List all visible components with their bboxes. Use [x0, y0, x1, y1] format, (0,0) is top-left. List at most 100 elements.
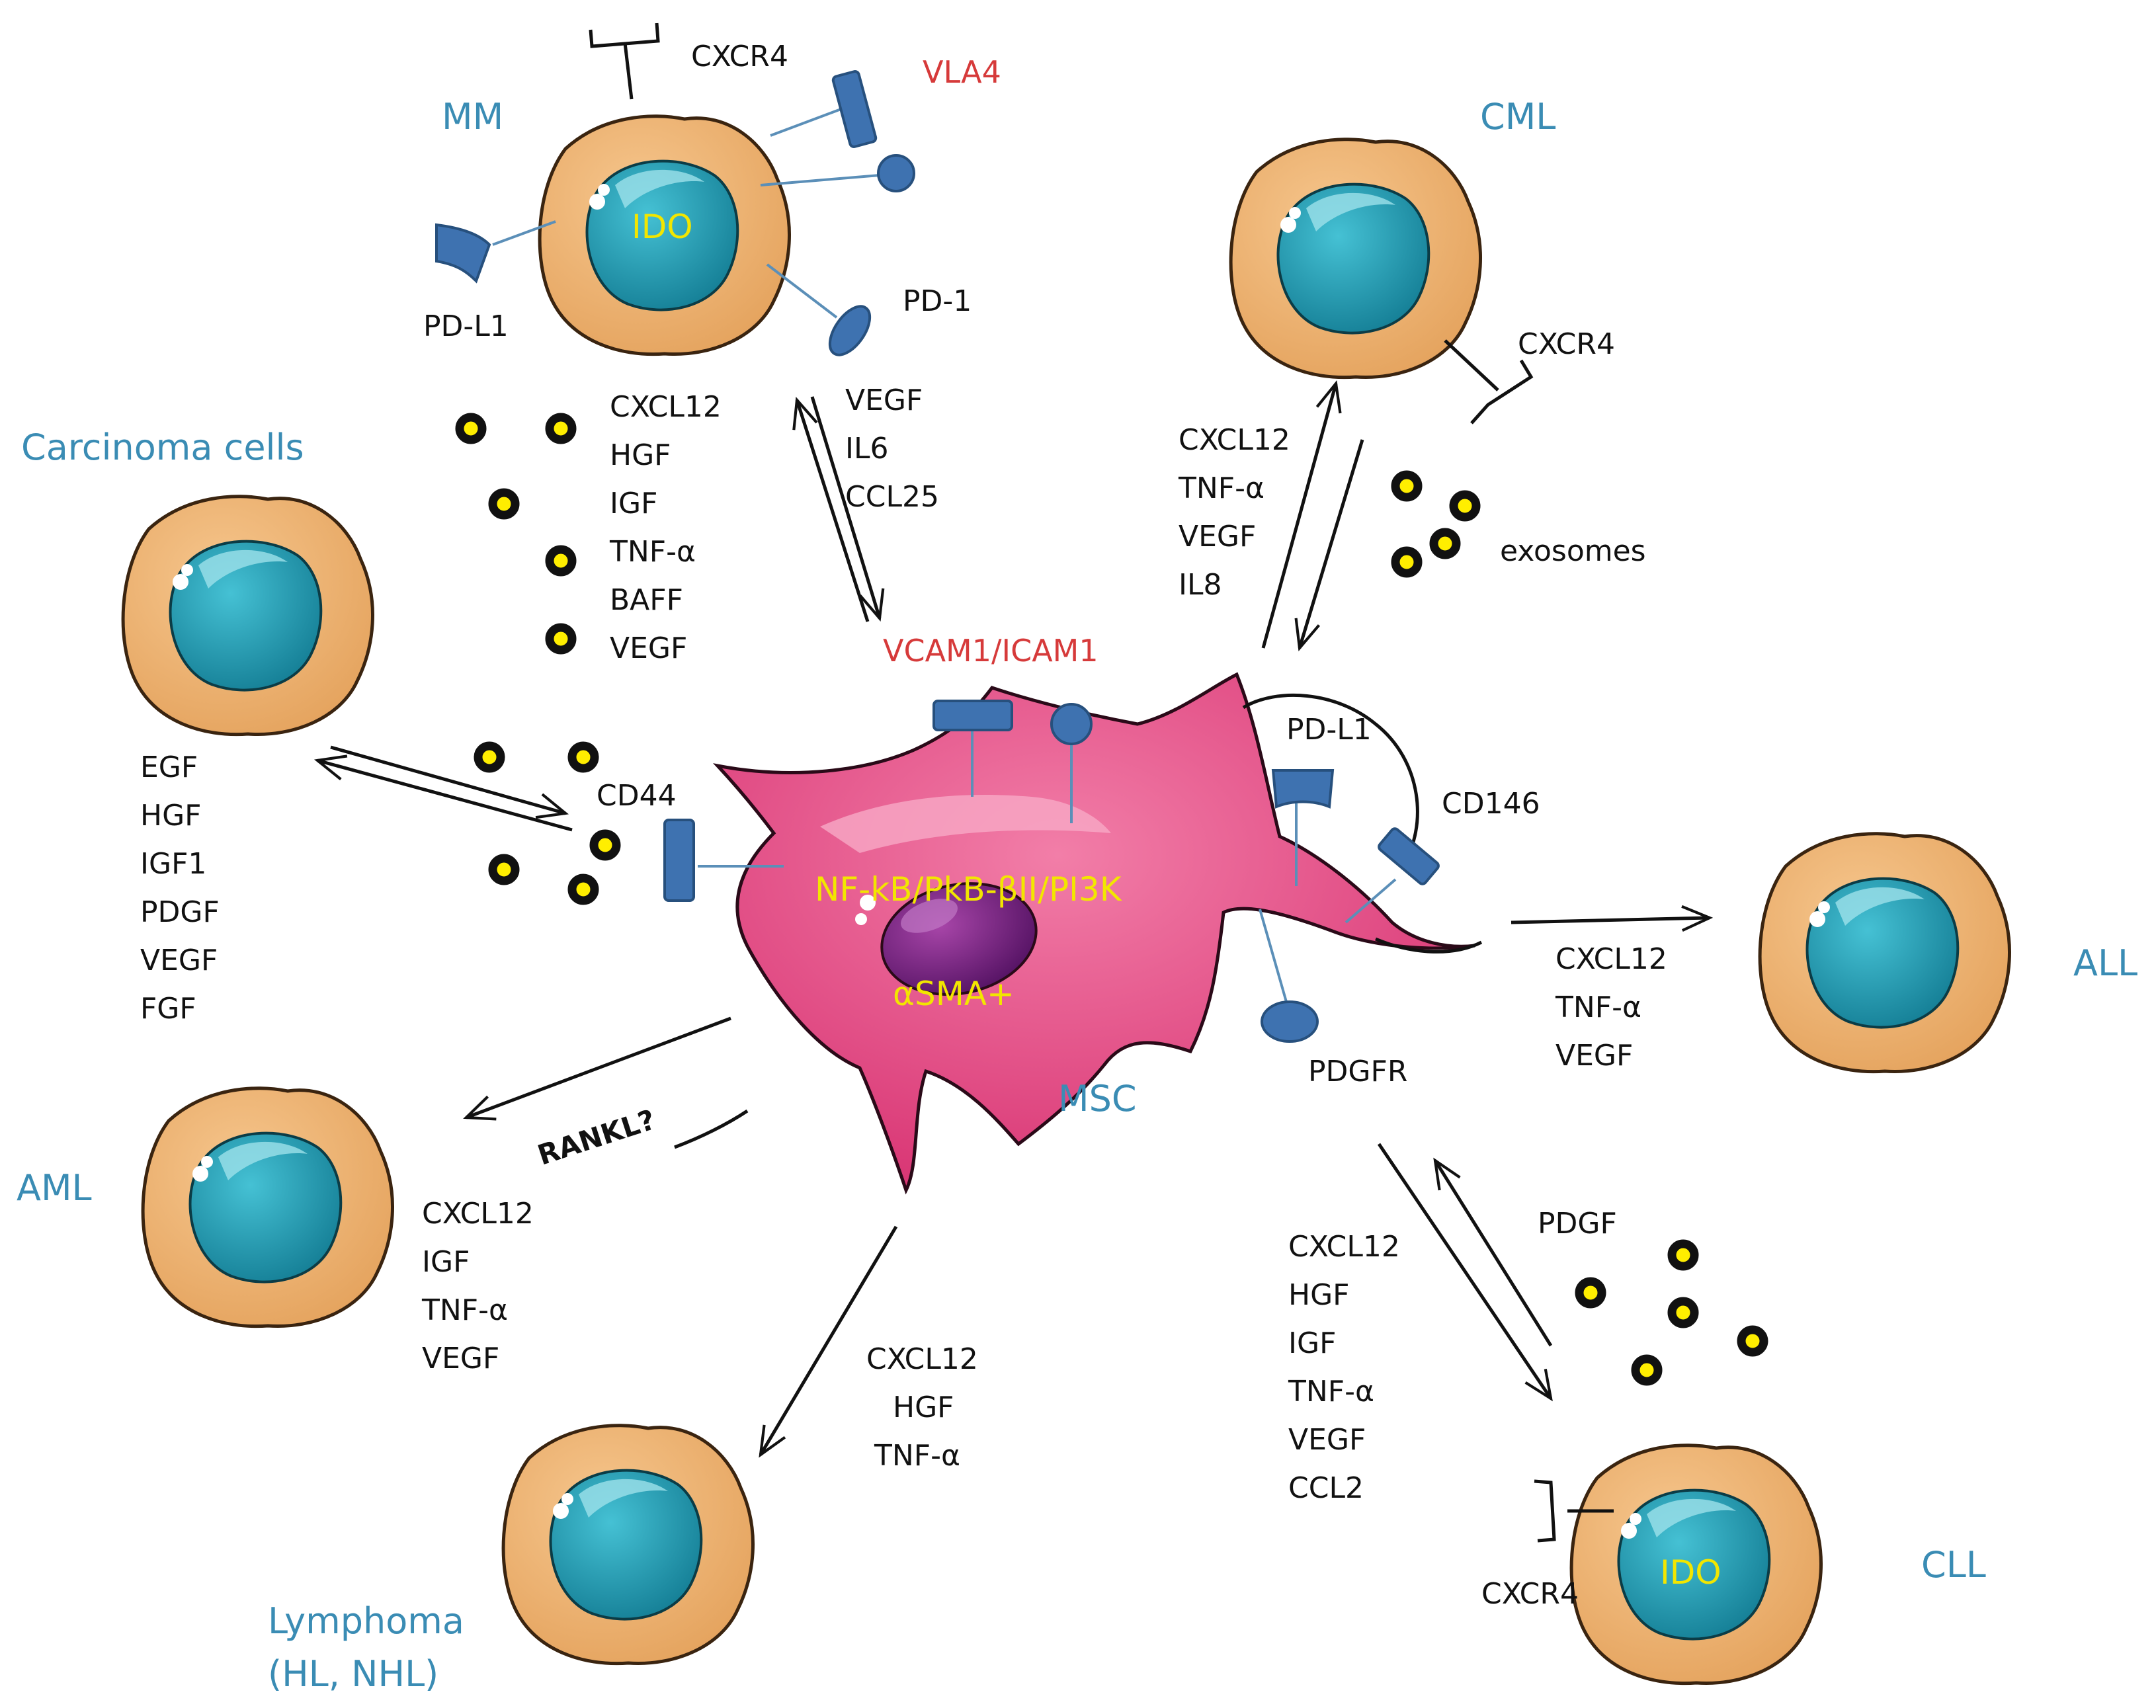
- vesicle: [1391, 546, 1423, 578]
- cml-msc-arrows: [1261, 380, 1364, 651]
- msc-granule: [855, 913, 867, 925]
- vesicle: [1391, 470, 1423, 502]
- vesicle: [488, 854, 520, 885]
- factor-item: VEGF: [1555, 1039, 1633, 1073]
- factor-item: IGF: [610, 487, 657, 520]
- factor-item: HGF: [1288, 1278, 1350, 1312]
- nucleus-highlight: [1647, 1498, 1736, 1537]
- msc-to-all-arrow: [1511, 905, 1714, 932]
- factor-item: TNF-α: [1555, 991, 1641, 1024]
- vesicle: [1575, 1277, 1606, 1309]
- msc-granule: [860, 895, 876, 911]
- carcinoma-factors: EGF HGF IGF1 PDGF VEGF FGF: [140, 751, 220, 1026]
- msc-highlight: [820, 795, 1111, 853]
- pathway-label: NF-kB/PkB-βII/PI3K: [815, 870, 1122, 909]
- granule: [1289, 207, 1301, 219]
- carcinoma-cell: [121, 495, 374, 737]
- mm-cell: [538, 114, 791, 356]
- msc-label: MSC: [1058, 1078, 1137, 1119]
- lymphoma-factors: CXCL12 HGF TNF-α: [866, 1342, 978, 1473]
- factor-item: IGF: [422, 1245, 470, 1279]
- aml-label: AML: [17, 1167, 92, 1209]
- mm-ido-label: IDO: [632, 208, 693, 246]
- factor-item: TNF-α: [609, 535, 696, 569]
- factor-item: VEGF: [1179, 520, 1256, 553]
- nucleus-highlight: [1306, 192, 1395, 231]
- vla4-label: VLA4: [923, 54, 1001, 90]
- vesicle: [1631, 1354, 1663, 1386]
- pdgfr-receptor: [1259, 909, 1319, 1043]
- msc-cll-arrows: [1377, 1143, 1553, 1402]
- interface-curve-upper: [1242, 694, 1419, 868]
- msc-to-aml-arrow: [463, 1016, 731, 1121]
- cll-cell: [1569, 1444, 1823, 1686]
- cml-cxcr4-receptor: [1444, 339, 1534, 425]
- carcinoma-msc-arrows: [313, 745, 573, 832]
- granule: [1630, 1513, 1641, 1525]
- vesicle: [545, 413, 577, 444]
- lymphoma-label-line2: (HL, NHL): [268, 1653, 438, 1695]
- granule: [201, 1156, 213, 1168]
- granule: [192, 1166, 208, 1182]
- cd146-label: CD146: [1442, 787, 1540, 821]
- factor-item: VEGF: [140, 944, 218, 977]
- factor-item: BAFF: [610, 583, 683, 617]
- asma-label: αSMA+: [893, 975, 1015, 1013]
- pd1-label: PD-1: [903, 284, 972, 318]
- nucleus-highlight: [218, 1141, 308, 1180]
- nucleus-highlight: [198, 549, 288, 589]
- vesicle: [545, 623, 577, 655]
- mm-pdl1-receptor: [435, 220, 556, 284]
- factor-item: TNF-α: [1178, 471, 1265, 505]
- factor-item: CXCL12: [422, 1197, 534, 1231]
- vesicle: [567, 874, 599, 905]
- cll-cxcr4-receptor: [1534, 1479, 1614, 1543]
- cll-vesicles: [1575, 1239, 1768, 1386]
- vla4-receptor: [770, 70, 878, 148]
- mm-vesicles: [455, 413, 577, 655]
- factor-item: IL6: [845, 432, 888, 466]
- vcam-receptor: [933, 700, 1013, 797]
- factor-item: CXCL12: [1179, 423, 1290, 457]
- vesicle: [488, 488, 520, 520]
- nucleus-highlight: [1835, 887, 1925, 926]
- cd146-receptor: [1345, 827, 1440, 924]
- factor-item: CXCL12: [610, 390, 722, 424]
- msc-nucleus-highlight: [901, 899, 958, 933]
- mm-cxcr4-label: CXCR4: [691, 40, 788, 73]
- vesicle: [567, 741, 599, 773]
- mm-msc-arrows: [792, 396, 885, 622]
- factor-item: TNF-α: [1288, 1375, 1374, 1408]
- lymphoma-cell: [501, 1424, 755, 1666]
- all-label: ALL: [2073, 942, 2137, 984]
- nucleus-highlight: [579, 1479, 668, 1518]
- vesicle: [455, 413, 487, 444]
- factor-item: CXCL12: [1288, 1230, 1400, 1264]
- factor-item: HGF: [140, 799, 202, 833]
- factor-item: EGF: [140, 751, 198, 784]
- factor-item: VEGF: [610, 631, 687, 665]
- granule: [1621, 1523, 1637, 1539]
- cll-ido-label: IDO: [1660, 1553, 1721, 1592]
- exosomes-label: exosomes: [1500, 534, 1646, 568]
- cd44-vesicles: [474, 741, 621, 905]
- msc-pdl1-label: PD-L1: [1286, 713, 1372, 747]
- vesicle: [1667, 1297, 1699, 1328]
- cml-exosomes: [1391, 470, 1481, 578]
- icam-receptor: [1050, 703, 1093, 823]
- factor-item: TNF-α: [874, 1439, 960, 1473]
- pd1-receptor: [766, 263, 872, 356]
- pdgfr-label: PDGFR: [1308, 1055, 1407, 1088]
- interface-curve-lower: [1375, 937, 1483, 954]
- msc-to-mm-factors: VEGF IL6 CCL25: [845, 384, 939, 514]
- granule: [1818, 901, 1830, 913]
- granule: [1809, 911, 1825, 927]
- factor-item: VEGF: [422, 1342, 499, 1375]
- cml-cxcr4-label: CXCR4: [1518, 327, 1615, 361]
- cml-factors: CXCL12 TNF-α VEGF IL8: [1178, 423, 1290, 602]
- vesicle: [1667, 1239, 1699, 1271]
- carcinoma-label: Carcinoma cells: [21, 427, 304, 468]
- granule: [173, 574, 188, 590]
- nucleus-highlight: [615, 169, 704, 208]
- vesicle: [474, 741, 505, 773]
